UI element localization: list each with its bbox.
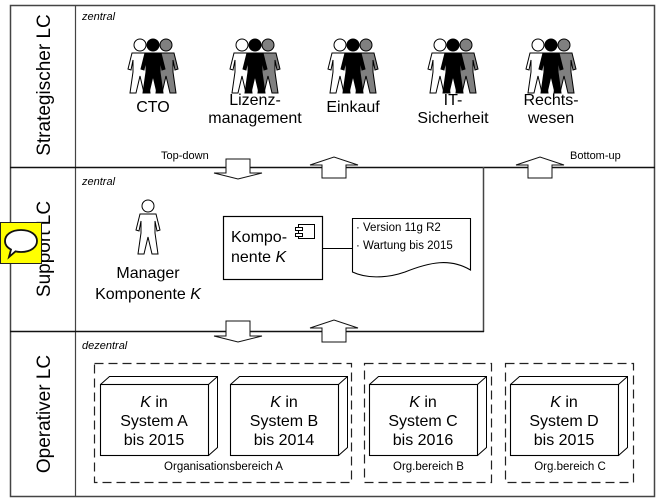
org-unit-b-label: Org.bereich B [393, 461, 464, 473]
org-unit-b-frame [363, 362, 493, 484]
manager-actor-icon [135, 199, 161, 255]
system-until: bis 2015 [123, 432, 185, 450]
system-in: in [150, 394, 168, 411]
role-group-icon [427, 38, 479, 94]
lane-title-operative: Operativer LC [34, 354, 55, 474]
system-a-label: K in System A bis 2015 [100, 393, 208, 451]
system-var: K [550, 394, 561, 411]
role-label-it-sicherheit: IT- Sicherheit [413, 92, 493, 129]
note-text: · Version 11g R2 · Wartung bis 2015 [356, 220, 453, 256]
role-label-einkauf: Einkauf [313, 99, 393, 117]
bottom-up-arrow-icon [515, 156, 565, 179]
system-var: K [140, 394, 151, 411]
system-until: bis 2014 [253, 432, 315, 450]
manager-label-line1: Manager [116, 265, 180, 282]
system-name: System B [249, 413, 319, 431]
system-b-label: K in System B bis 2014 [230, 393, 338, 451]
role-label-line: CTO [136, 99, 170, 116]
system-d-label: K in System D bis 2015 [510, 393, 618, 451]
role-label-line: wesen [527, 110, 575, 128]
system-c-label: K in System C bis 2016 [369, 393, 477, 451]
top-down-label: Top-down [161, 150, 209, 162]
role-label-rechtswesen: Rechts- wesen [511, 92, 591, 129]
role-group-icon [525, 38, 577, 94]
comment-button[interactable] [0, 222, 42, 264]
lane-title-strategic: Strategischer LC [34, 14, 55, 156]
system-in: in [419, 394, 437, 411]
manager-label: Manager Komponente K [88, 264, 208, 306]
role-label-line: management [208, 110, 302, 128]
system-node-b [229, 376, 348, 457]
org-unit-c-frame [504, 362, 635, 484]
system-name: System D [529, 413, 599, 431]
component-label-line1: Kompo- [231, 229, 288, 246]
org-unit-c-label: Org.bereich C [534, 461, 606, 473]
system-var: K [270, 394, 281, 411]
up-arrow-operative-icon [309, 319, 359, 343]
role-label-cto: CTO [113, 99, 193, 117]
role-label-line: Sicherheit [417, 110, 489, 128]
system-name: System A [120, 413, 188, 431]
manager-label-var: K [190, 285, 201, 303]
note-item-version: · Version 11g R2 [356, 222, 441, 234]
role-label-line: Einkauf [326, 99, 380, 116]
component-label-line2: nente [231, 249, 272, 266]
top-down-arrow-icon [213, 158, 263, 180]
role-group-icon [127, 38, 179, 94]
system-node-d [509, 376, 628, 457]
system-in: in [280, 394, 298, 411]
role-label-line: Rechts- [523, 92, 579, 109]
role-label-line: IT- [443, 92, 463, 109]
system-until: bis 2016 [392, 432, 454, 450]
note-shape [351, 217, 472, 278]
role-label-lizenzmanagement: Lizenz- management [205, 92, 305, 129]
system-until: bis 2015 [533, 432, 595, 450]
org-unit-a-label: Organisationsbereich A [164, 461, 283, 473]
up-arrow-icon [309, 156, 359, 179]
system-node-c [368, 376, 487, 457]
component-label: Kompo- nente K [231, 228, 287, 268]
manager-label-line2: Komponente [95, 285, 186, 303]
system-node-a [99, 376, 218, 457]
role-group-icon [327, 38, 379, 94]
down-arrow-icon [213, 320, 263, 343]
org-unit-a-frame [93, 362, 353, 484]
component-icon [295, 224, 315, 239]
role-label-line: Lizenz- [229, 92, 281, 109]
system-name: System C [388, 413, 458, 431]
scope-label-strategic: zentral [82, 11, 116, 23]
note-item-maintenance: · Wartung bis 2015 [356, 239, 453, 252]
role-group-icon [229, 38, 281, 94]
system-in: in [560, 394, 578, 411]
bottom-up-label: Bottom-up [570, 150, 621, 162]
scope-label-operative: dezentral [82, 340, 128, 352]
scope-label-support: zentral [82, 176, 116, 188]
component-label-var: K [275, 249, 287, 266]
speech-bubble-icon [4, 229, 38, 260]
system-var: K [409, 394, 420, 411]
